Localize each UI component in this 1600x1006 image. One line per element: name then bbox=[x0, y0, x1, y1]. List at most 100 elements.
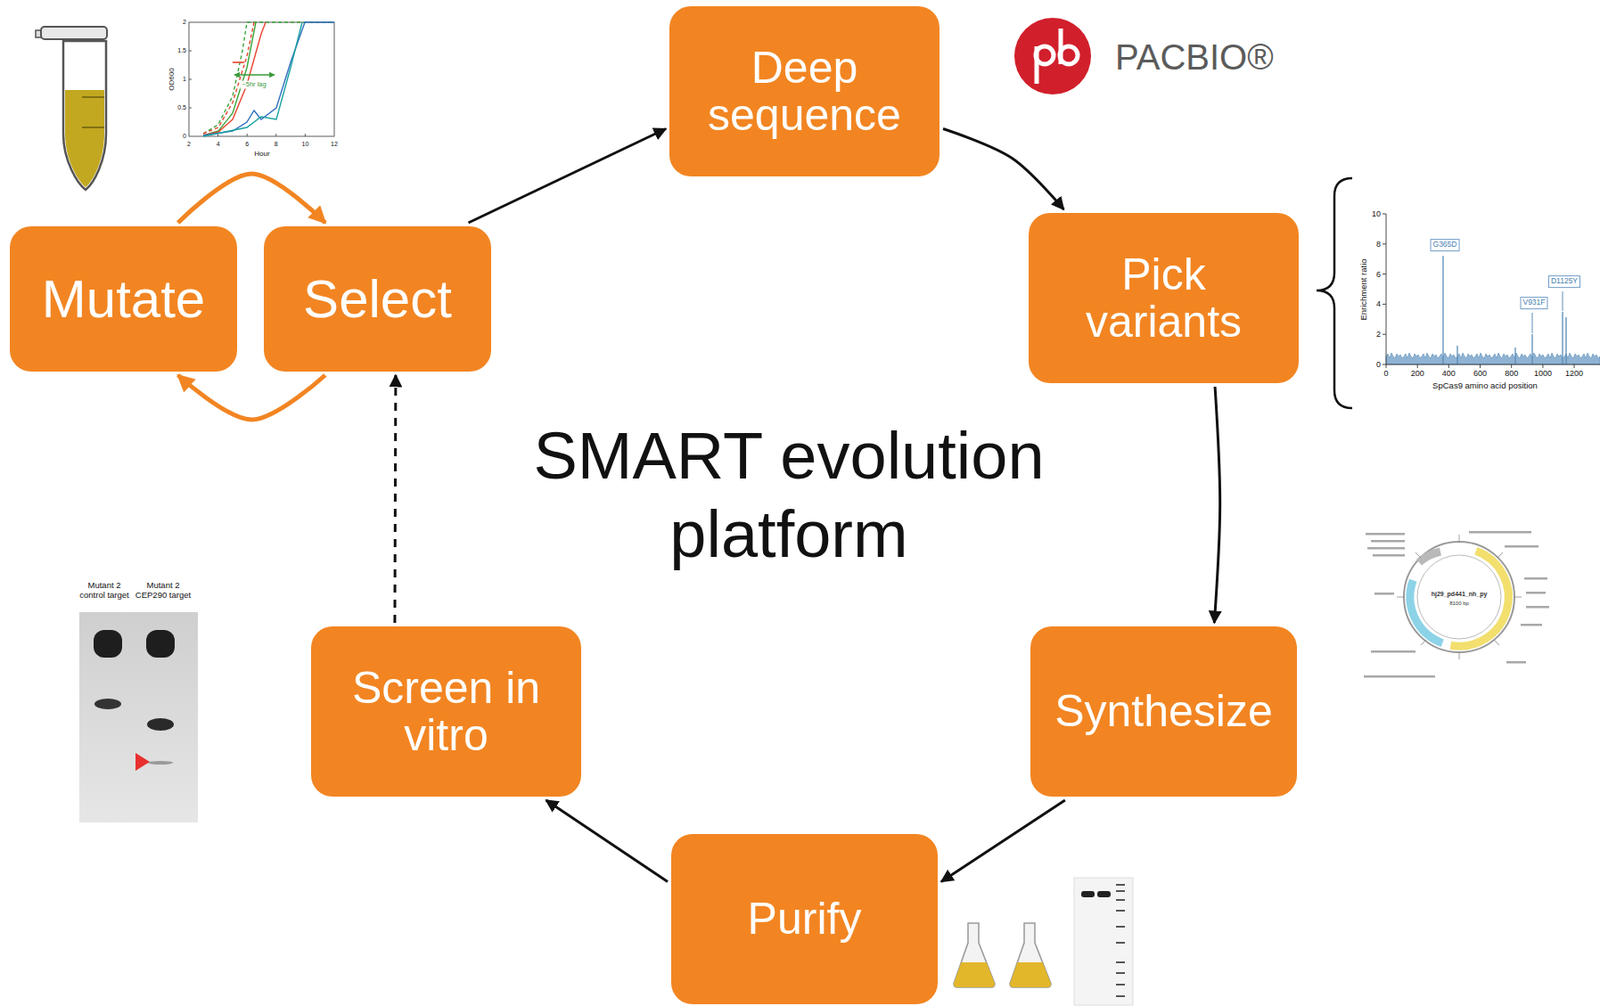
logo-glyph bbox=[1036, 28, 1061, 84]
growth-curve bbox=[203, 22, 266, 136]
process-box: Synthesize bbox=[1030, 626, 1297, 797]
axis-tick: 0.5 bbox=[177, 104, 187, 112]
callout-tag: D1125Y bbox=[1548, 275, 1581, 288]
flask-liquid bbox=[1009, 962, 1051, 988]
protein-gel bbox=[1074, 877, 1133, 1006]
band-pointer bbox=[135, 753, 150, 772]
noise-baseline bbox=[1386, 352, 1600, 365]
growth-chart bbox=[188, 22, 335, 137]
dashed-arrow bbox=[393, 375, 397, 624]
growth-curve bbox=[203, 22, 303, 137]
axis-tick: 4 bbox=[1376, 299, 1381, 309]
flow-arrow bbox=[468, 129, 667, 223]
chart-ticks bbox=[1382, 213, 1575, 369]
gel-band bbox=[1097, 891, 1111, 898]
node-label: Purify bbox=[747, 895, 862, 944]
process-box: Mutate bbox=[9, 226, 238, 372]
axis-tick: 6 bbox=[1376, 269, 1381, 279]
axis-tick: 4 bbox=[216, 140, 221, 148]
node-label: Screen in vitro bbox=[328, 664, 564, 760]
axis-tick: 800 bbox=[1504, 369, 1518, 378]
site-mark bbox=[1370, 650, 1416, 654]
plasmid-site-marks bbox=[1363, 531, 1550, 679]
flow-arrow bbox=[546, 800, 668, 882]
gel-ladder bbox=[1115, 885, 1125, 997]
curly-bracket bbox=[1316, 178, 1353, 409]
flow-arrow bbox=[941, 800, 1066, 882]
axis-tick: 2 bbox=[1376, 329, 1381, 339]
gel-band bbox=[1081, 891, 1095, 898]
axis-tick: 1000 bbox=[1534, 369, 1552, 378]
axis-tick: 0 bbox=[1376, 360, 1381, 370]
site-mark bbox=[1468, 531, 1532, 534]
site-mark bbox=[1374, 592, 1395, 596]
axis-tick: 10 bbox=[1371, 209, 1381, 219]
enrichment-chart bbox=[1382, 213, 1600, 369]
lag-arrow bbox=[234, 73, 275, 75]
gel-well bbox=[93, 630, 123, 658]
flow-arrow bbox=[178, 375, 326, 420]
culture-flask bbox=[1009, 923, 1051, 988]
axis-tick: 2 bbox=[182, 18, 187, 26]
process-box: Purify bbox=[671, 834, 938, 1005]
diagram-title: SMART evolution platform bbox=[432, 417, 1146, 575]
plasmid-size: 8100 bp bbox=[1449, 600, 1469, 608]
chart-frame bbox=[188, 22, 335, 137]
logo-glyph bbox=[1059, 46, 1078, 65]
site-mark bbox=[1526, 591, 1546, 595]
plasmid-feature bbox=[1419, 551, 1441, 563]
site-mark bbox=[1526, 606, 1550, 609]
logo-text: PACBIO® bbox=[1115, 36, 1274, 78]
gel-background bbox=[79, 612, 198, 823]
gel-band bbox=[147, 761, 173, 765]
lane-label: Mutant 2 CEP290 target bbox=[133, 580, 193, 601]
flow-arrow bbox=[178, 173, 326, 223]
axis-tick: 1200 bbox=[1565, 369, 1584, 378]
axis-tick: 400 bbox=[1442, 369, 1456, 378]
enrichment-spike bbox=[1443, 255, 1567, 365]
lane-label: Mutant 2 control target bbox=[74, 580, 134, 601]
tube-body bbox=[63, 41, 107, 190]
growth-curve bbox=[203, 22, 335, 134]
pacbio-logo bbox=[1014, 17, 1092, 95]
axis-tick: 1 bbox=[182, 75, 187, 83]
node-label: Select bbox=[303, 270, 452, 329]
flask-liquid bbox=[953, 962, 995, 988]
axis-tick: 8 bbox=[1376, 239, 1381, 249]
dna-gel bbox=[79, 612, 198, 823]
plasmid-ring bbox=[1417, 555, 1502, 640]
axis-title: Enrichment ratio bbox=[1359, 258, 1370, 320]
plasmid-feature bbox=[1410, 580, 1443, 644]
lag-arrow bbox=[232, 61, 245, 64]
growth-curve bbox=[203, 22, 255, 134]
callout-tag: G365D bbox=[1430, 238, 1461, 252]
axis-title: OD600 bbox=[167, 67, 176, 91]
axis-tick: 6 bbox=[245, 140, 249, 148]
site-mark bbox=[1365, 533, 1405, 536]
axis-title: Hour bbox=[254, 149, 270, 158]
site-mark bbox=[1524, 577, 1548, 581]
site-mark bbox=[1367, 547, 1405, 550]
site-mark bbox=[1363, 675, 1436, 679]
process-box: Screen in vitro bbox=[311, 626, 582, 797]
axis-tick: 600 bbox=[1473, 369, 1487, 378]
axis-tick: 1.5 bbox=[177, 47, 187, 55]
axis-tick: 0 bbox=[1383, 369, 1388, 378]
axis-tick: 0 bbox=[182, 132, 187, 140]
axis-tick: 8 bbox=[274, 140, 279, 148]
culture-flask bbox=[953, 923, 995, 988]
axis-tick: 200 bbox=[1411, 369, 1425, 378]
site-mark bbox=[1520, 623, 1543, 627]
plasmid-feature bbox=[1450, 550, 1509, 647]
plasmid-name: hj29_pd441_nh_py bbox=[1431, 590, 1488, 599]
process-box: Deep sequence bbox=[669, 6, 940, 177]
axis-tick: 2 bbox=[187, 140, 191, 148]
plasmid-leader bbox=[1396, 534, 1522, 660]
gel-band bbox=[147, 718, 174, 731]
culture-tube bbox=[35, 26, 107, 190]
annotation: ~5hr lag bbox=[239, 81, 268, 90]
flask-glass bbox=[953, 923, 995, 988]
tube-marks bbox=[82, 97, 105, 128]
callout-tag: V931F bbox=[1519, 296, 1548, 310]
